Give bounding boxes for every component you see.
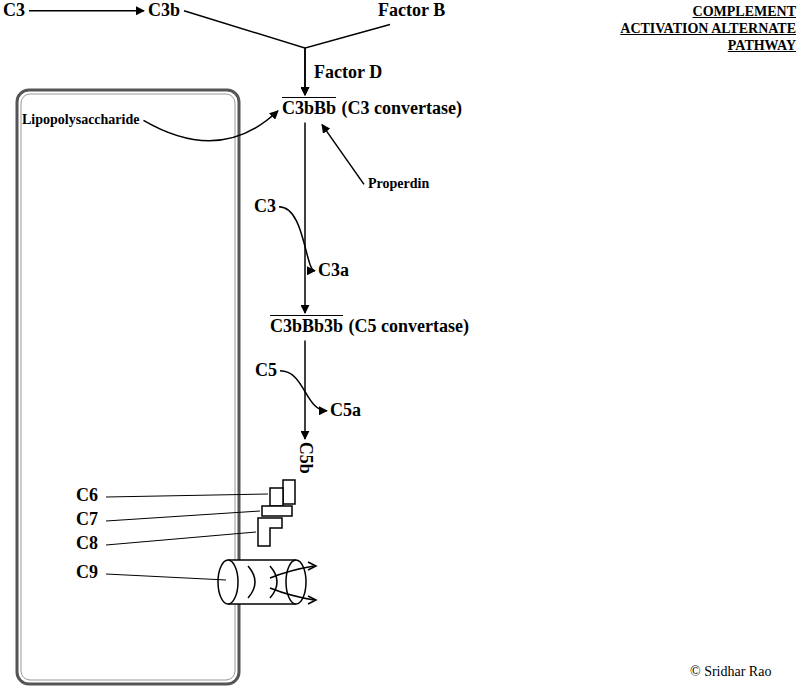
cell-inner-outline xyxy=(21,94,235,680)
leader-line xyxy=(106,511,260,521)
pathway-node: Factor B xyxy=(378,0,445,22)
node-text: C3b xyxy=(148,0,180,22)
reaction-arrow xyxy=(184,11,305,95)
reaction-arrow xyxy=(280,371,327,411)
node-text: C3 xyxy=(254,196,276,218)
pathway-node: Properdin xyxy=(368,176,429,193)
node-text: C5a xyxy=(330,400,361,422)
reaction-arrow xyxy=(279,207,315,271)
c8-block xyxy=(258,518,282,546)
reaction-arrow xyxy=(322,125,364,185)
component-label: C7 xyxy=(76,509,98,531)
efflux-arrow xyxy=(270,588,314,600)
c7-block xyxy=(262,506,292,516)
pathway-node: C3bBb(C3 convertase) xyxy=(282,98,462,120)
pathway-node: C3 xyxy=(254,196,276,218)
efflux-arrowhead xyxy=(308,562,316,570)
reaction-arrow xyxy=(29,10,144,12)
mac-complex xyxy=(218,480,316,604)
pathway-node: C3 xyxy=(3,0,25,22)
leader-line xyxy=(106,494,268,497)
pathway-node: Lipopolysaccharide xyxy=(22,112,139,129)
pathway-node: C3b xyxy=(148,0,180,22)
node-text: C3a xyxy=(318,260,349,282)
efflux-arrow xyxy=(270,566,314,578)
node-text: Factor B xyxy=(378,0,445,22)
node-text: C3 xyxy=(3,0,25,22)
component-label: C9 xyxy=(76,562,98,584)
component-label: C6 xyxy=(76,485,98,507)
pore-top xyxy=(228,559,296,561)
pathway-node: C3a xyxy=(318,260,349,282)
leader-lines xyxy=(106,494,268,580)
pore-wall xyxy=(248,566,255,598)
efflux-arrowhead xyxy=(308,596,316,604)
pathway-node: C5b xyxy=(294,442,316,474)
cell-outline xyxy=(17,90,239,684)
c6-block xyxy=(270,488,283,506)
pathway-node: C5a xyxy=(330,400,361,422)
pore-end xyxy=(218,560,238,604)
leader-line xyxy=(106,532,256,545)
node-text: C5b xyxy=(294,442,316,474)
pore-bottom xyxy=(228,603,296,605)
reaction-arrow xyxy=(305,25,390,95)
node-text: Lipopolysaccharide xyxy=(22,112,139,129)
component-label: C8 xyxy=(76,533,98,555)
node-text: (C5 convertase) xyxy=(348,316,468,338)
node-text: Properdin xyxy=(368,176,429,193)
node-text: (C3 convertase) xyxy=(341,98,461,120)
reaction-arrow xyxy=(143,111,278,141)
c5b-block xyxy=(283,480,295,504)
pathway-node: C3bBb3b(C5 convertase) xyxy=(270,316,469,338)
node-text: C3bBb xyxy=(282,98,336,120)
diagram-title: COMPLEMENT ACTIVATION ALTERNATE PATHWAY xyxy=(618,4,796,54)
leader-line xyxy=(106,574,226,580)
pore-wall xyxy=(270,566,277,598)
pathway-node: C5 xyxy=(255,360,277,382)
node-text: C5 xyxy=(255,360,277,382)
enzyme-label: Factor D xyxy=(314,62,382,84)
reaction-arrow xyxy=(304,123,306,313)
node-text: C3bBb3b xyxy=(270,316,343,338)
copyright-note: © Sridhar Rao xyxy=(690,664,771,681)
